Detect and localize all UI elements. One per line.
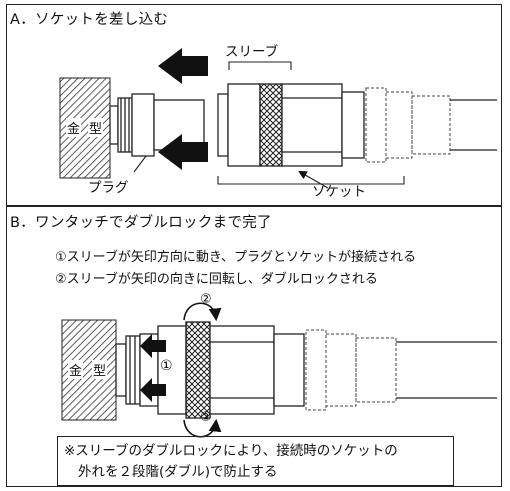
section-a-hose: [450, 99, 497, 151]
note-box: ※スリーブのダブルロックにより、接続時のソケットの 外れを２段階(ダブル)で防止…: [57, 436, 454, 486]
socket-label: ソケット: [312, 184, 366, 200]
plug-label: プラグ: [88, 180, 129, 196]
note-line-2: 外れを２段階(ダブル)で防止する: [78, 464, 278, 480]
section-a-mold-label-right: 型: [88, 118, 104, 137]
marker-2-bottom: ②: [200, 410, 212, 425]
section-a-plug: [109, 93, 205, 157]
section-b-title: B．ワンタッチでダブルロックまで完了: [10, 215, 272, 231]
section-a-mold-label-left: 金: [66, 118, 82, 137]
section-b-panel: [6, 206, 502, 487]
step-2-text: ②スリーブが矢印の向きに回転し、ダブルロックされる: [55, 272, 378, 287]
section-a-title: A．ソケットを差し込む: [10, 12, 169, 28]
marker-1: ①: [160, 358, 173, 374]
section-b-hose-dashed: [305, 329, 397, 411]
section-b-mold-label-left: 金: [68, 360, 84, 379]
section-a-socket: [217, 83, 365, 167]
section-a-panel: [6, 4, 502, 206]
section-b-mold-label-right: 型: [92, 360, 108, 379]
section-b-hose: [396, 341, 497, 399]
step-1-text: ①スリーブが矢印方向に動き、プラグとソケットが接続される: [55, 250, 416, 265]
section-a-arrows: [158, 48, 208, 170]
section-a-leaders: [133, 61, 405, 189]
note-line-1: ※スリーブのダブルロックにより、接続時のソケットの: [64, 443, 398, 459]
section-b-push-arrows: [140, 334, 166, 402]
sleeve-label: スリーブ: [225, 44, 279, 60]
section-a-hose-dashed: [365, 87, 451, 163]
marker-2-top: ②: [200, 292, 212, 307]
